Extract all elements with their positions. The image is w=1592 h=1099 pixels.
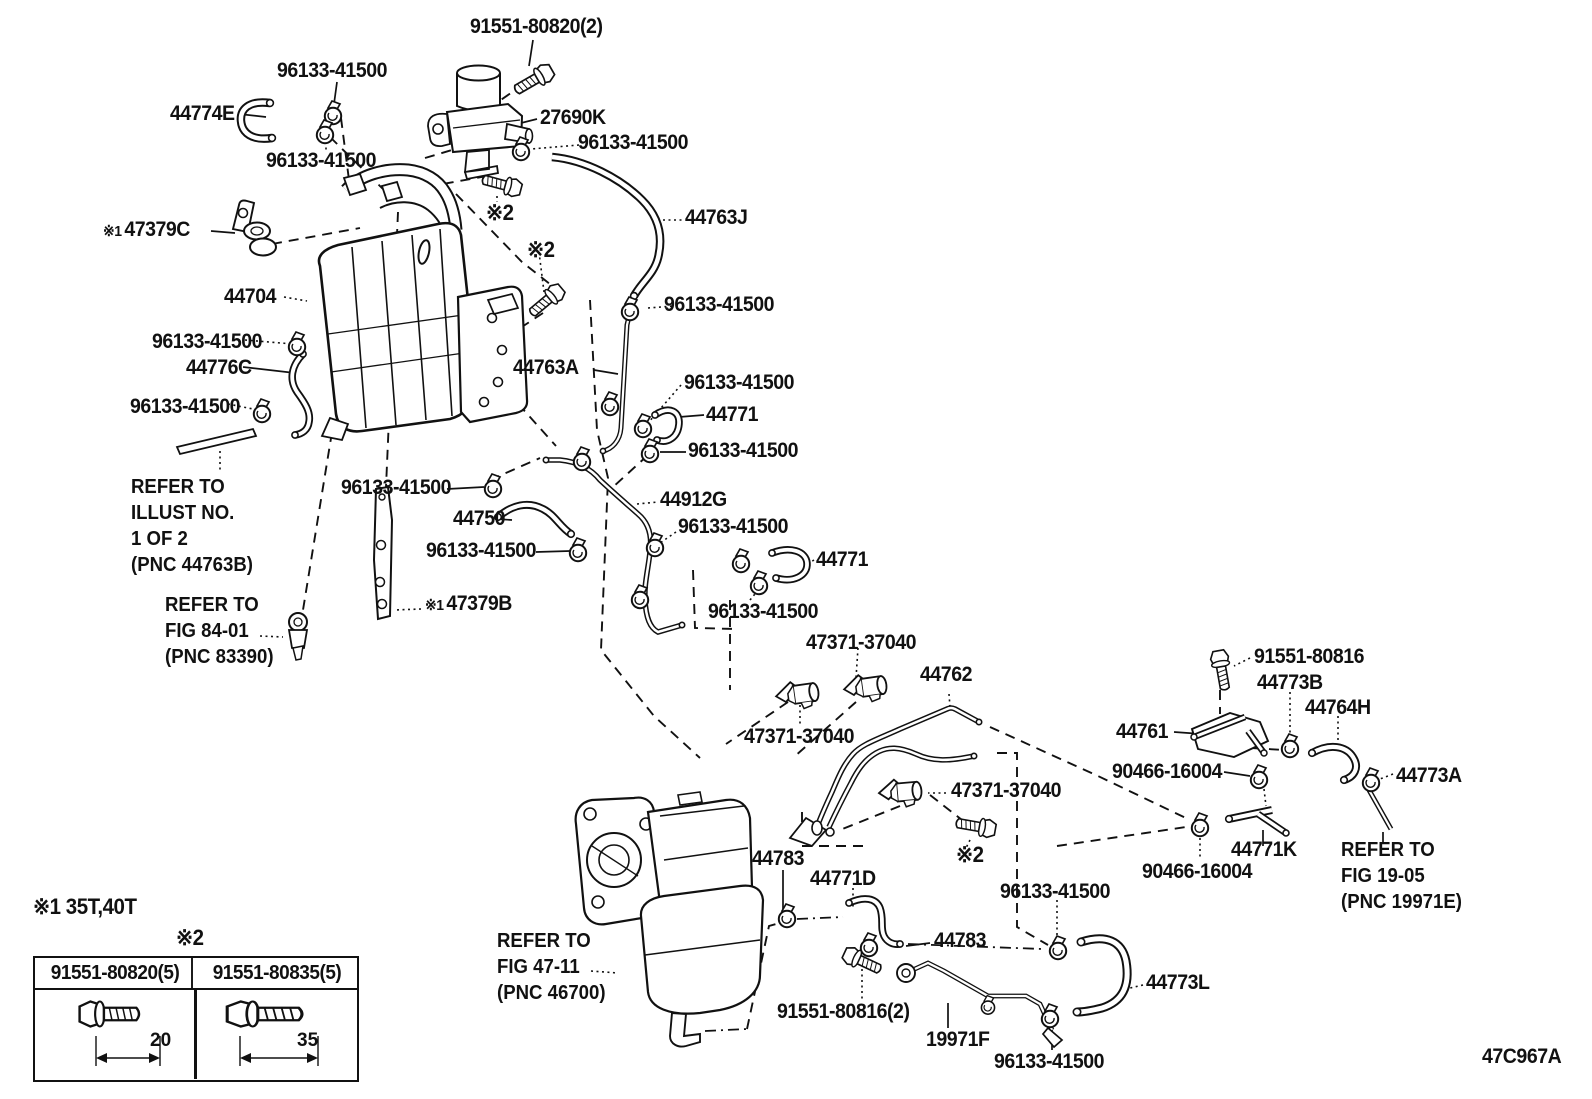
legend-bolt-20 — [78, 1000, 161, 1066]
bracket-47379C — [231, 199, 277, 257]
bracket-44761 — [1190, 711, 1270, 758]
legend-part-number: 91551-80820(5) — [39, 958, 193, 988]
hoses-and-pipes — [236, 98, 1394, 1049]
vacuum-tank-44704 — [317, 163, 529, 442]
legend-header-row: 91551-80820(5) 91551-80835(5) — [35, 958, 357, 990]
legend-part-number: 91551-80835(5) — [212, 961, 342, 984]
vacuum-pump-27690K — [427, 64, 534, 181]
legend-bolt-35 — [225, 999, 319, 1066]
bracket-47379B — [372, 485, 394, 621]
dash-dot-lines — [704, 916, 1043, 1032]
leader-lines-dotted — [219, 142, 1394, 999]
sensor-83390 — [287, 612, 309, 661]
legend-table: 91551-80820(5) 91551-80835(5) 20 35 — [33, 956, 359, 1082]
legend-body-row: 20 35 — [35, 990, 357, 1079]
pipe-pnc44763b — [175, 427, 258, 456]
legend-dimension: 20 — [150, 1030, 172, 1051]
booster-assembly-46700 — [574, 791, 765, 1048]
legend-dimension: 35 — [297, 1030, 319, 1051]
legend-divider — [194, 990, 197, 1079]
